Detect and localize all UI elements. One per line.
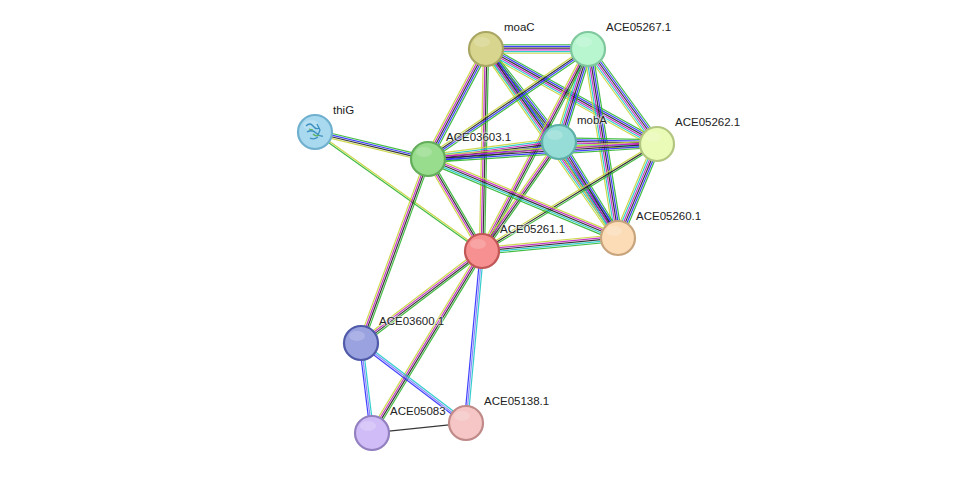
node-circle — [468, 31, 504, 67]
node-label: mobA — [577, 114, 607, 126]
protein-node: ACE05260.1 — [600, 220, 636, 256]
interaction-edge — [379, 264, 476, 420]
interaction-edge — [434, 172, 475, 237]
protein-node: ACE05267.1 — [570, 31, 606, 67]
protein-node: ACE03603.1 — [410, 141, 446, 177]
node-label: moaC — [504, 21, 535, 33]
protein-node: ACE05261.1 — [464, 233, 500, 269]
node-circle — [639, 126, 675, 162]
interaction-edge — [331, 133, 412, 157]
node-label: ACE03600.1 — [379, 315, 444, 327]
node-circle — [570, 31, 606, 67]
node-circle — [541, 124, 577, 160]
node-circle — [343, 325, 379, 361]
interaction-edge — [496, 151, 644, 243]
node-circle — [410, 141, 446, 177]
node-label: ACE05138.1 — [484, 395, 549, 407]
protein-node: moaC — [468, 31, 504, 67]
node-label: ACE05083 — [390, 405, 446, 417]
node-label: ACE05261.1 — [500, 223, 565, 235]
node-circle — [600, 220, 636, 256]
node-label: ACE03603.1 — [446, 131, 511, 143]
interaction-edge — [441, 57, 576, 152]
interaction-edge — [466, 268, 482, 406]
protein-node: thiG — [297, 114, 333, 150]
interaction-edge — [499, 236, 602, 253]
node-label: thiG — [333, 104, 354, 116]
interaction-edge — [503, 45, 571, 54]
protein-node: mobA — [541, 124, 577, 160]
node-circle — [464, 233, 500, 269]
node-label: ACE05267.1 — [606, 21, 671, 33]
interaction-edge — [361, 360, 371, 417]
protein-node: ACE05262.1 — [639, 126, 675, 162]
node-label: ACE05262.1 — [675, 116, 740, 128]
node-circle — [448, 405, 484, 441]
interaction-edge — [373, 352, 453, 414]
interaction-edge — [389, 425, 449, 431]
protein-node: ACE05083 — [354, 415, 390, 451]
node-circle — [297, 114, 333, 150]
node-circle — [354, 415, 390, 451]
protein-node: ACE05138.1 — [448, 405, 484, 441]
protein-node: ACE03600.1 — [343, 325, 379, 361]
node-label: ACE05260.1 — [636, 210, 701, 222]
